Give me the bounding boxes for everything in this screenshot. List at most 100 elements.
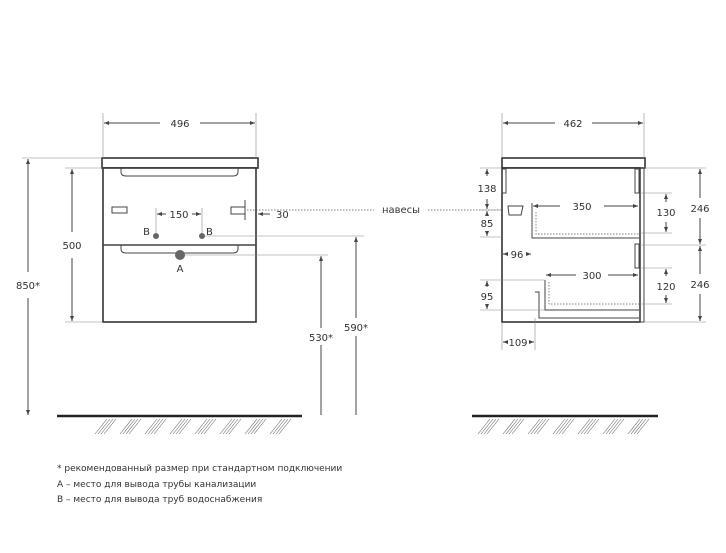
hatch-line (125, 418, 139, 435)
hatch-line (558, 418, 572, 435)
hatch-line (278, 418, 292, 435)
hatch-line (580, 418, 594, 435)
hatch-line (530, 418, 544, 435)
side-view: 462 138 85 96 350 130 246 246 300 120 95… (472, 113, 710, 435)
hatch-line (608, 418, 622, 435)
hatch-line (505, 418, 519, 435)
side-cabinet-body (501, 167, 641, 323)
hatch-line (247, 418, 261, 435)
dim-120: 120 (656, 282, 675, 293)
label-b-left: B (143, 227, 150, 238)
dim-138: 138 (477, 184, 496, 195)
hatch-line (486, 418, 500, 435)
hatch-line (103, 418, 117, 435)
dim-130: 130 (656, 208, 675, 219)
hatch-line (577, 418, 591, 435)
hatch-line (536, 418, 550, 435)
label-b-right: B (206, 227, 213, 238)
hole-b-right (199, 233, 205, 239)
front-view: B B A 496 500 850* 150 30 530* 590* (16, 113, 368, 435)
hanger-side (507, 205, 524, 216)
dim-height-a: 530* (309, 333, 333, 344)
hatch-line (225, 418, 239, 435)
dim-depth: 462 (563, 119, 582, 130)
dim-body-height: 500 (62, 241, 81, 252)
dim-246-bottom: 246 (690, 280, 709, 291)
hatch-line (502, 418, 516, 435)
dim-width: 496 (170, 119, 189, 130)
hatch-line (194, 418, 208, 435)
notes: * рекомендованный размер при стандартном… (57, 462, 342, 509)
note-b: В – место для вывода труб водоснабжения (57, 495, 263, 505)
hatch-line (633, 418, 647, 435)
floor-hatch-front (94, 418, 292, 435)
hatch-line (244, 418, 258, 435)
note-asterisk: * рекомендованный размер при стандартном… (57, 464, 343, 474)
hatch-line (150, 418, 164, 435)
hatch-line (561, 418, 575, 435)
hatch-line (269, 418, 283, 435)
hatch-line (128, 418, 142, 435)
hatch-line (630, 418, 644, 435)
dim-246-top: 246 (690, 204, 709, 215)
hatch-line (275, 418, 289, 435)
hatch-line (94, 418, 108, 435)
dim-total-height: 850* (16, 281, 40, 292)
hatch-line (477, 418, 491, 435)
hatch-line (175, 418, 189, 435)
dim-350: 350 (572, 202, 591, 213)
hatch-line (219, 418, 233, 435)
hatch-line (203, 418, 217, 435)
dim-95: 95 (481, 292, 494, 303)
dim-96: 96 (511, 250, 524, 261)
hatch-line (228, 418, 242, 435)
hatch-line (636, 418, 650, 435)
hatch-line (178, 418, 192, 435)
hatch-line (119, 418, 133, 435)
hatch-line (533, 418, 547, 435)
dim-85: 85 (481, 219, 494, 230)
hatch-line (222, 418, 236, 435)
hatch-line (153, 418, 167, 435)
hatch-line (197, 418, 211, 435)
label-a: A (177, 264, 184, 275)
hatch-line (100, 418, 114, 435)
hatch-line (602, 418, 616, 435)
dim-hanger-offset: 30 (276, 210, 289, 221)
hatch-line (483, 418, 497, 435)
hatch-line (511, 418, 525, 435)
hatch-line (611, 418, 625, 435)
hatch-line (627, 418, 641, 435)
floor-hatch-side (477, 418, 650, 435)
dim-300: 300 (582, 271, 601, 282)
hole-a (175, 250, 185, 260)
hanger-left (111, 206, 128, 214)
hatch-line (583, 418, 597, 435)
hatch-line (200, 418, 214, 435)
hatch-line (147, 418, 161, 435)
hatch-line (480, 418, 494, 435)
hatch-line (250, 418, 264, 435)
hole-b-left (153, 233, 159, 239)
hatch-line (122, 418, 136, 435)
note-a: А – место для вывода трубы канализации (57, 479, 257, 490)
hatch-line (172, 418, 186, 435)
hatch-line (605, 418, 619, 435)
hatch-line (527, 418, 541, 435)
dim-hole-spacing: 150 (169, 210, 188, 221)
hatch-line (169, 418, 183, 435)
hatch-line (508, 418, 522, 435)
side-top-slab (501, 157, 646, 169)
hatch-line (586, 418, 600, 435)
hanger-label: навесы (382, 205, 420, 216)
hatch-line (97, 418, 111, 435)
hatch-line (253, 418, 267, 435)
dim-109: 109 (508, 338, 527, 349)
hatch-line (555, 418, 569, 435)
dim-height-b: 590* (344, 323, 368, 334)
upper-handle (120, 168, 239, 177)
hatch-line (552, 418, 566, 435)
hatch-line (144, 418, 158, 435)
